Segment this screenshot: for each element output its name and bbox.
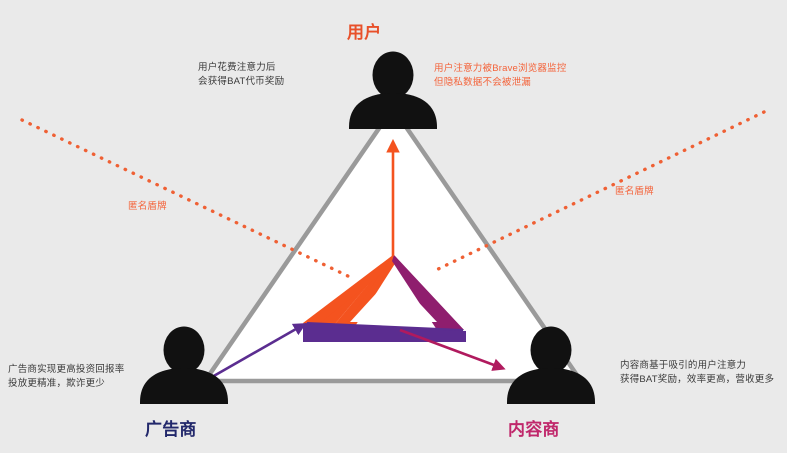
flow-center-to-publisher	[399, 328, 506, 371]
node-label-advertiser: 广告商	[145, 420, 197, 439]
inner-triangle-notch	[350, 275, 437, 322]
node-label-user: 用户	[347, 23, 382, 42]
dotted-shield-lines	[20, 110, 766, 280]
note-user-privacy: 用户注意力被Brave浏览器监控 但隐私数据不会被泄漏	[434, 63, 567, 88]
note-publisher-revenue: 内容商基于吸引的用户注意力 获得BAT奖励，效率更高，营收更多	[620, 360, 775, 385]
shield-label-left: 匿名盾牌	[128, 201, 167, 212]
shield-label-right: 匿名盾牌	[615, 186, 654, 197]
node-label-publisher: 内容商	[508, 420, 560, 439]
flow-advertiser-to-center	[197, 323, 307, 387]
note-advertiser-roi: 广告商实现更高投资回报率 投放更精准，欺诈更少	[8, 364, 125, 389]
note-user-reward: 用户花费注意力后 会获得BAT代币奖励	[198, 62, 285, 87]
inner-flow-triangle	[303, 255, 466, 342]
avatar-user	[349, 51, 437, 129]
